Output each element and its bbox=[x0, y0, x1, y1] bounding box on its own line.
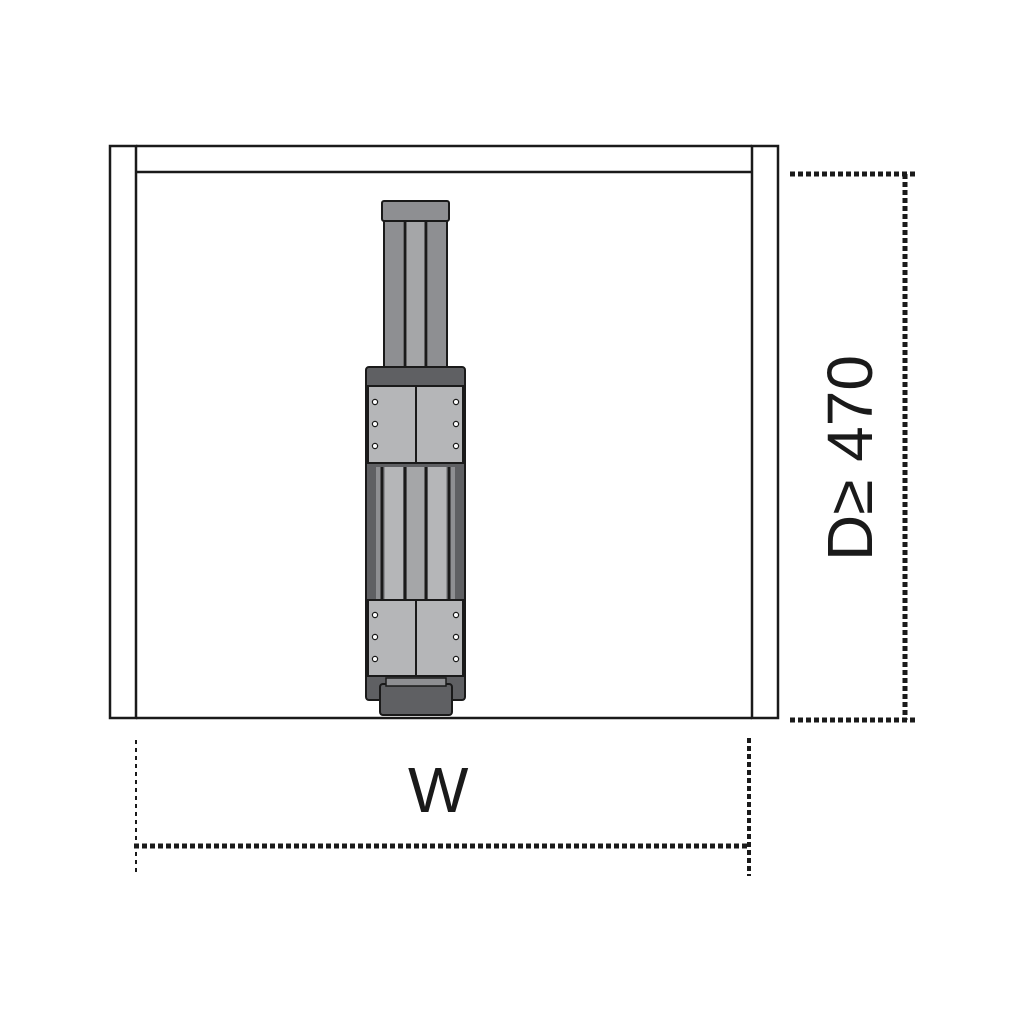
cabinet-outline bbox=[108, 144, 780, 720]
depth-dimension-line bbox=[790, 171, 917, 723]
pull-out-mechanism-icon bbox=[365, 200, 466, 716]
cabinet-left-panel bbox=[108, 144, 138, 720]
depth-label: D≥ 470 bbox=[814, 355, 886, 561]
width-dimension-line bbox=[134, 738, 751, 876]
cabinet-right-panel bbox=[750, 144, 780, 720]
rail-top-cap bbox=[381, 200, 450, 222]
rail-bottom-foot bbox=[379, 683, 453, 716]
lower-mount-plate bbox=[367, 599, 464, 677]
upper-mount-plate bbox=[367, 385, 464, 464]
width-label: W bbox=[408, 754, 469, 826]
